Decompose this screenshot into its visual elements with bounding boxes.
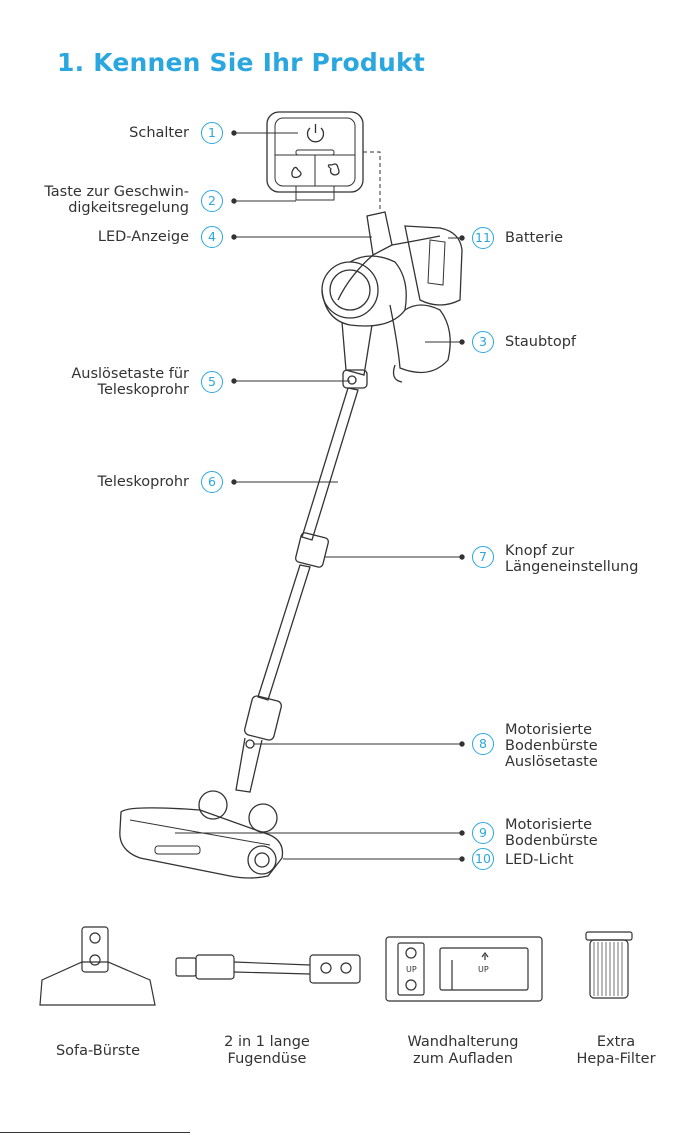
num-11: 11 — [472, 227, 494, 249]
num-7: 7 — [472, 546, 494, 568]
footer-rule — [0, 1132, 190, 1133]
label-led-licht: LED-Licht — [505, 852, 574, 868]
num-1: 1 — [201, 122, 223, 144]
num-3: 3 — [472, 331, 494, 353]
num-9: 9 — [472, 822, 494, 844]
label-batterie: Batterie — [505, 230, 564, 246]
sofa-brush-drawing — [39, 926, 156, 1006]
wall-mount-drawing — [385, 936, 543, 1002]
label-teleskoprohr: Teleskoprohr — [97, 474, 189, 490]
label-staubtopf: Staubtopf — [505, 334, 577, 350]
page-title: 1. Kennen Sie Ihr Produkt — [57, 48, 426, 77]
num-6: 6 — [201, 471, 223, 493]
hepa-filter-drawing — [585, 931, 633, 999]
num-2: 2 — [201, 190, 223, 212]
label-geschwindigkeit: Taste zur Geschwin-digkeitsregelung — [44, 184, 189, 216]
caption-sofa-buerste: Sofa-Bürste — [55, 1043, 141, 1059]
num-4: 4 — [201, 226, 223, 248]
fan-high-icon — [327, 163, 340, 176]
fan-low-icon — [291, 166, 302, 179]
mount-up-label-2: UP — [478, 965, 489, 974]
label-led-anzeige: LED-Anzeige — [97, 229, 189, 245]
num-5: 5 — [201, 371, 223, 393]
label-schalter: Schalter — [129, 125, 189, 141]
num-10: 10 — [472, 848, 494, 870]
crevice-tool-drawing — [175, 954, 361, 984]
num-8: 8 — [472, 733, 494, 755]
mount-up-label-1: UP — [406, 965, 417, 974]
power-icon — [306, 127, 325, 143]
